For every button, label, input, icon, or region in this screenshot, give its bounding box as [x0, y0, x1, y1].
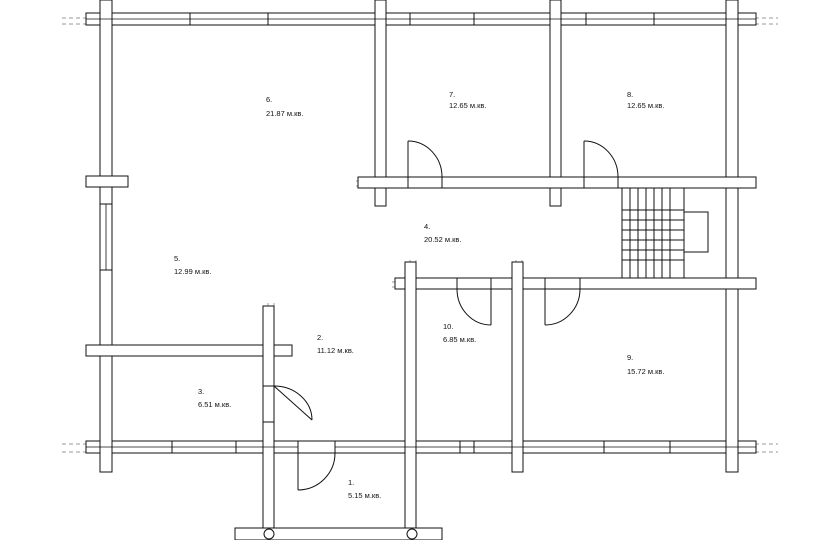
windows [99, 12, 671, 454]
room-area: 11.12 м.кв. [317, 346, 354, 355]
room-label-2: 2. 11.12 м.кв. [317, 333, 354, 355]
window-room-6-top [189, 12, 269, 26]
room-label-6: 6. 21.87 м.кв. [266, 95, 303, 118]
door-room-9 [544, 277, 581, 326]
axis-lines [62, 0, 778, 540]
room-number: 7. [449, 90, 455, 99]
window-room-3-bottom [171, 440, 237, 454]
room-number: 1. [348, 478, 354, 487]
door-room-3 [262, 385, 313, 423]
room-label-5: 5. 12.99 м.кв. [174, 254, 211, 276]
window-room-5-left [99, 203, 113, 271]
door-room-7 [407, 140, 443, 189]
room-label-4: 4. 20.52 м.кв. [424, 222, 461, 244]
room-label-9: 9. 15.72 м.кв. [627, 353, 664, 376]
room-area: 5.15 м.кв. [348, 491, 381, 500]
window-room-9-bottom [603, 440, 671, 454]
door-room-8 [583, 140, 619, 189]
window-room-7-top [409, 12, 475, 26]
room-number: 9. [627, 353, 633, 362]
room-number: 5. [174, 254, 180, 263]
room-area: 6.85 м.кв. [443, 335, 476, 344]
window-room-10-bottom [459, 440, 475, 454]
window-room-8-top [585, 12, 655, 26]
room-labels: 6. 21.87 м.кв. 7. 12.65 м.кв. 8. 12.65 м… [174, 90, 664, 500]
door-entrance [297, 440, 336, 491]
room-number: 6. [266, 95, 272, 104]
room-area: 6.51 м.кв. [198, 400, 231, 409]
room-label-3: 3. 6.51 м.кв. [198, 387, 231, 409]
room-number: 4. [424, 222, 430, 231]
doors [262, 140, 619, 491]
room-area: 12.99 м.кв. [174, 267, 211, 276]
room-number: 3. [198, 387, 204, 396]
room-area: 20.52 м.кв. [424, 235, 461, 244]
room-area: 12.65 м.кв. [627, 101, 664, 110]
staircase [621, 187, 709, 279]
room-label-1: 1. 5.15 м.кв. [348, 478, 381, 500]
room-label-10: 10. 6.85 м.кв. [443, 322, 476, 344]
room-area: 15.72 м.кв. [627, 367, 664, 376]
room-label-8: 8. 12.65 м.кв. [627, 90, 664, 110]
room-number: 2. [317, 333, 323, 342]
porch-posts [263, 528, 418, 540]
room-label-7: 7. 12.65 м.кв. [449, 90, 486, 110]
room-number: 8. [627, 90, 633, 99]
room-area: 12.65 м.кв. [449, 101, 486, 110]
room-area: 21.87 м.кв. [266, 109, 303, 118]
room-number: 10. [443, 322, 453, 331]
door-room-10 [456, 277, 492, 326]
